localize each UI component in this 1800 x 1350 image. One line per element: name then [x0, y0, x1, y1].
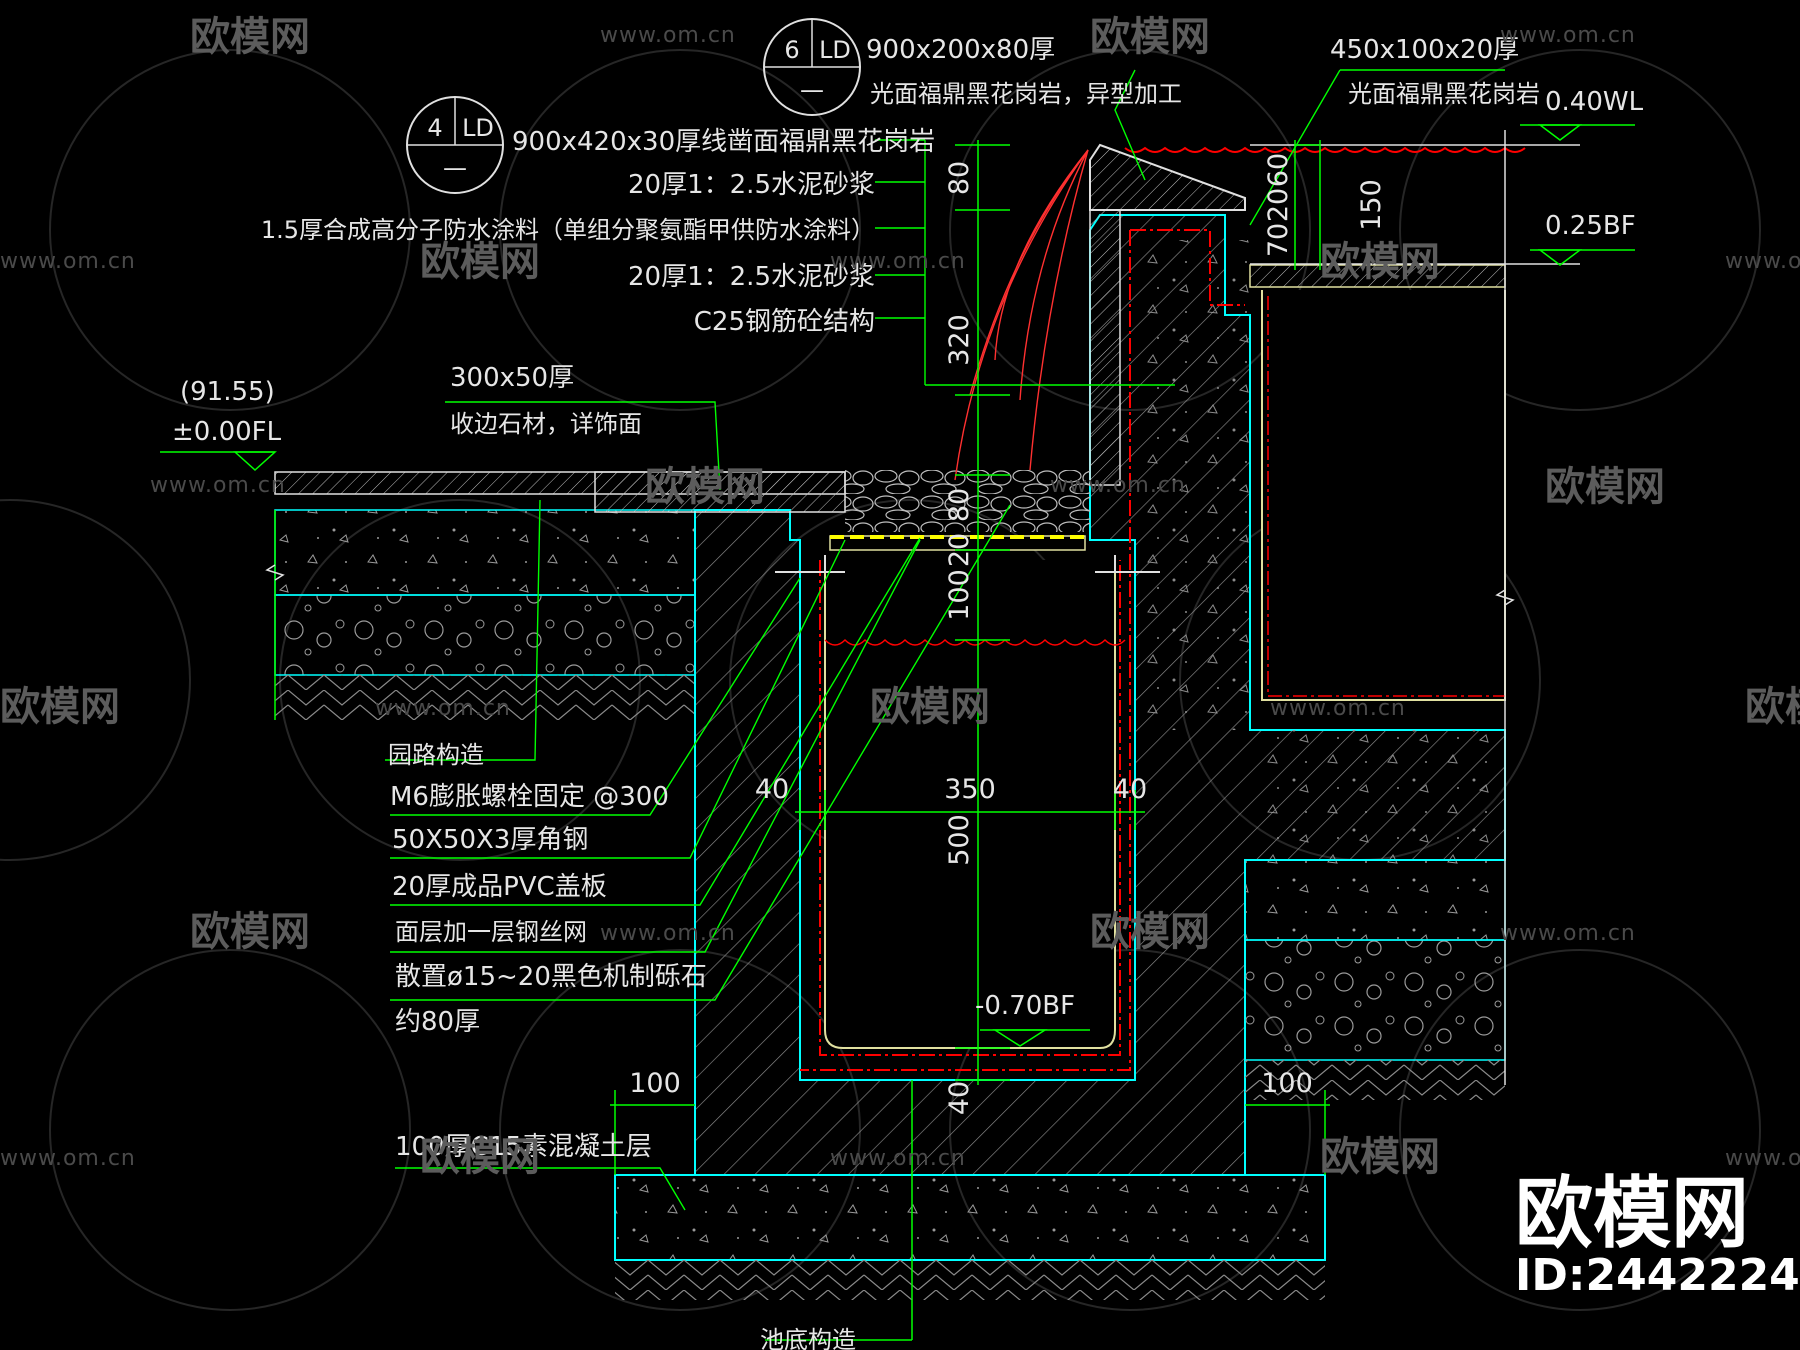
watermark-url: www.om.cn — [1500, 23, 1636, 48]
gravel-label-1: 散置ø15~20黑色机制砾石 — [395, 962, 707, 992]
wall-layer-1-label: 900x420x30厚线凿面福鼎黑花岗岩 — [512, 127, 935, 157]
ground-datum-label: (91.55) — [180, 377, 275, 407]
wall-layer-3-label: 1.5厚合成高分子防水涂料（单组分聚氨酯甲供防水涂料） — [261, 216, 875, 244]
water-sheet-lines — [954, 149, 1089, 481]
water-basin — [1249, 264, 1506, 701]
watermark-logo: 欧模网 — [1320, 239, 1440, 285]
watermark-logo: 欧模网 — [1745, 684, 1800, 730]
watermark-logo: 欧模网 — [420, 239, 540, 285]
pvc-cover-label: 20厚成品PVC盖板 — [392, 872, 607, 902]
watermark-url: www.om.cn — [830, 249, 966, 274]
bubble-4-sub: — — [443, 154, 467, 182]
leader-lines — [385, 69, 1505, 1341]
watermark-logo: 欧模网 — [645, 464, 765, 510]
brand-id: ID:2442224 — [1515, 1250, 1800, 1301]
dim-60: 60 — [1263, 153, 1294, 187]
path-construction-layers — [274, 509, 696, 720]
trench-bottom-label: -0.70BF — [975, 991, 1075, 1021]
edge-stone-note-label: 收边石材，详饰面 — [450, 410, 642, 438]
brand-stamp: 欧模网 ID:2442224 — [1515, 1169, 1800, 1301]
bolt-label: M6膨胀螺栓固定 @300 — [390, 782, 669, 812]
watermark-logo: 欧模网 — [190, 14, 310, 60]
basin-floor-layers — [1244, 859, 1506, 1100]
detail-bubble-6: 6 LD — — [763, 18, 861, 116]
dimension-lines — [160, 124, 1635, 1340]
dim-70: 70 — [1263, 223, 1294, 257]
wall-layer-4-label: 20厚1：2.5水泥砂浆 — [628, 262, 875, 292]
gravel-label-2: 约80厚 — [395, 1007, 480, 1037]
bubble-6-number: 6 — [784, 36, 799, 64]
dim-150: 150 — [1356, 179, 1387, 231]
brand-name: 欧模网 — [1515, 1169, 1749, 1259]
dim-80-top: 80 — [944, 161, 975, 195]
wire-mesh-label: 面层加一层钢丝网 — [395, 918, 587, 946]
dim-20: 20 — [944, 533, 975, 567]
dim-320: 320 — [944, 314, 975, 366]
concrete-base-label: 100厚C15素混凝土层 — [395, 1132, 652, 1162]
concrete-base — [614, 1174, 1326, 1300]
watermark-logo: 欧模网 — [190, 909, 310, 955]
pvc-cover-grating — [775, 535, 1160, 573]
dim-20-b: 20 — [1263, 188, 1294, 222]
watermark-url: www.om.cn — [0, 249, 136, 274]
top-stone-size-label: 450x100x20厚 — [1330, 35, 1519, 65]
watermark-logo: 欧模网 — [0, 684, 120, 730]
edge-stone-size-label: 300x50厚 — [450, 363, 574, 393]
basin-floor-label: 0.25BF — [1545, 211, 1636, 241]
watermark-url: www.om.cn — [0, 1146, 136, 1171]
path-construction-label: 园路构造 — [388, 741, 484, 769]
bubble-6-sheet: LD — [819, 36, 851, 64]
watermark-logo: 欧模网 — [420, 1134, 540, 1180]
watermark-url: www.om.cn — [600, 921, 736, 946]
watermark-logo: 欧模网 — [870, 684, 990, 730]
dim-40-right: 40 — [1113, 774, 1147, 805]
elevation-labels: (91.55) ±0.00FL 0.40WL 0.25BF -0.70BF — [172, 87, 1644, 1021]
watermark-url: www.om.cn — [1500, 921, 1636, 946]
coping-size-label: 900x200x80厚 — [866, 35, 1055, 65]
callout-labels: 900x200x80厚 光面福鼎黑花岗岩，异型加工 450x100x20厚 光面… — [261, 35, 1540, 1350]
watermark-url: www.om.cn — [375, 696, 511, 721]
dimension-labels: 80 320 80 20 100 500 40 350 40 40 100 10… — [629, 153, 1387, 1115]
watermark-url: www.om.cn — [1050, 473, 1186, 498]
watermark-url: www.om.cn — [150, 473, 286, 498]
bubble-6-sub: — — [800, 76, 824, 104]
pool-bottom-label: 池底构造 — [760, 1326, 856, 1350]
watermark-logo: 欧模网 — [1090, 909, 1210, 955]
watermark-url: www.om.cn — [1270, 696, 1406, 721]
top-stone-material-label: 光面福鼎黑花岗岩 — [1348, 80, 1540, 108]
dim-100: 100 — [944, 569, 975, 621]
bubble-4-sheet: LD — [462, 114, 494, 142]
coping-material-label: 光面福鼎黑花岗岩，异型加工 — [870, 80, 1182, 108]
wall-layer-2-label: 20厚1：2.5水泥砂浆 — [628, 170, 875, 200]
dim-100-left: 100 — [629, 1068, 681, 1099]
angle-steel-label: 50X50X3厚角钢 — [392, 825, 588, 855]
water-level-label: 0.40WL — [1545, 87, 1644, 117]
coping-stone — [1089, 143, 1246, 486]
watermark-logo: 欧模网 — [1090, 14, 1210, 60]
dim-40-left: 40 — [755, 774, 789, 805]
dim-100-right: 100 — [1261, 1068, 1313, 1099]
watermark-logo: 欧模网 — [1545, 464, 1665, 510]
waterproof-layer — [800, 229, 1245, 1071]
watermark-url: www.om.cn — [600, 23, 736, 48]
watermark-url: www.om.cn — [1725, 1146, 1800, 1171]
dim-350: 350 — [944, 774, 996, 805]
watermark-url: www.om.cn — [1725, 249, 1800, 274]
wall-layer-5-label: C25钢筋砼结构 — [694, 307, 875, 337]
bubble-4-number: 4 — [427, 114, 442, 142]
water-surface — [1124, 146, 1526, 153]
watermarks: 欧模网 欧模网 欧模网 欧模网 欧模网 欧模网 欧模网 欧模网 欧模网 欧模网 … — [0, 14, 1800, 1180]
gravel-layer — [845, 470, 1090, 532]
dim-40-bottom: 40 — [944, 1081, 975, 1115]
dim-500: 500 — [944, 814, 975, 866]
watermark-logo: 欧模网 — [1320, 1134, 1440, 1180]
dim-80-gravel: 80 — [944, 488, 975, 522]
detail-bubble-4: 4 LD — — [406, 96, 504, 194]
watermark-url: www.om.cn — [830, 1146, 966, 1171]
ground-level-label: ±0.00FL — [172, 417, 282, 447]
